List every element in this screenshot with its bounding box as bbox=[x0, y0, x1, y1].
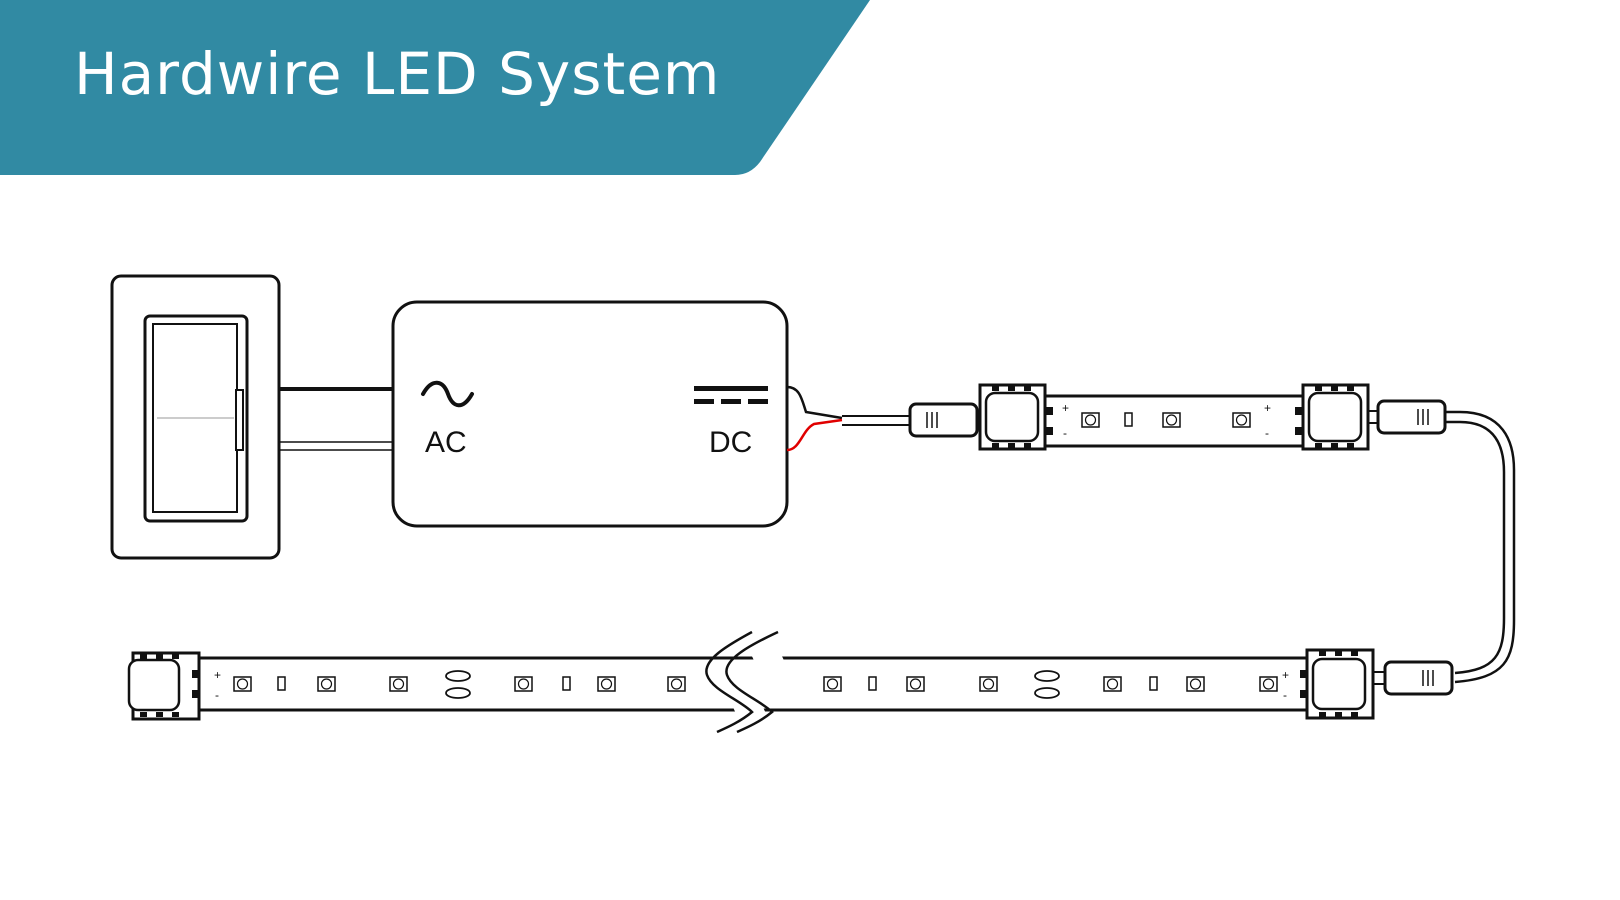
polarity-minus: - bbox=[1265, 426, 1269, 440]
resistor bbox=[562, 676, 571, 691]
power-supply-body bbox=[391, 300, 789, 528]
polarity-plus: + bbox=[1264, 401, 1271, 415]
power-supply: AC DC bbox=[391, 300, 789, 528]
solder-pads bbox=[1034, 670, 1060, 699]
jumper-plug-top bbox=[1368, 399, 1447, 435]
led-chip bbox=[667, 676, 686, 692]
resistor bbox=[1124, 412, 1133, 427]
strip-connector-clip bbox=[1300, 648, 1375, 720]
header-banner-fill bbox=[0, 0, 870, 175]
led-chip bbox=[1259, 676, 1278, 692]
led-chip bbox=[597, 676, 616, 692]
strip-connector-clip bbox=[978, 383, 1053, 451]
led-chip bbox=[1081, 412, 1100, 428]
dc-output-leads bbox=[786, 385, 910, 452]
jumper-cable bbox=[1445, 410, 1516, 684]
resistor bbox=[868, 676, 877, 691]
polarity-minus: - bbox=[1063, 426, 1067, 440]
led-chip bbox=[1232, 412, 1251, 428]
jumper-plug-bottom bbox=[1373, 660, 1454, 696]
led-chip bbox=[514, 676, 533, 692]
polarity-minus: - bbox=[1283, 688, 1287, 702]
led-chip bbox=[317, 676, 336, 692]
strip-break-indicator bbox=[705, 630, 785, 734]
positive-lead bbox=[786, 418, 843, 452]
led-chip bbox=[979, 676, 998, 692]
led-chip bbox=[906, 676, 925, 692]
polarity-plus: + bbox=[1062, 401, 1069, 415]
switch-to-power-supply-wires bbox=[279, 387, 393, 451]
negative-lead bbox=[786, 385, 843, 420]
polarity-plus: + bbox=[1282, 668, 1289, 682]
dc-label: DC bbox=[709, 426, 752, 459]
solder-pads bbox=[445, 670, 471, 699]
led-chip bbox=[233, 676, 252, 692]
strip-connector-clip bbox=[1295, 383, 1370, 451]
led-chip bbox=[1186, 676, 1205, 692]
resistor bbox=[1149, 676, 1158, 691]
polarity-plus: + bbox=[214, 668, 221, 682]
dc-symbol-icon bbox=[694, 386, 768, 404]
strip-end-cap bbox=[127, 651, 201, 721]
polarity-minus: - bbox=[215, 688, 219, 702]
switch-slider bbox=[235, 389, 244, 451]
header-banner-shape bbox=[0, 0, 870, 175]
led-chip bbox=[823, 676, 842, 692]
wall-switch bbox=[110, 274, 281, 560]
led-chip bbox=[1103, 676, 1122, 692]
led-chip bbox=[389, 676, 408, 692]
resistor bbox=[277, 676, 286, 691]
ac-sine-icon bbox=[421, 380, 474, 408]
led-strip-short: + - + - bbox=[1043, 394, 1305, 448]
ac-label: AC bbox=[425, 426, 467, 459]
led-strip-long: + - + - bbox=[197, 630, 1309, 734]
led-chip bbox=[1162, 412, 1181, 428]
dc-output-plug bbox=[908, 402, 988, 438]
page-title: Hardwire LED System bbox=[74, 40, 721, 108]
